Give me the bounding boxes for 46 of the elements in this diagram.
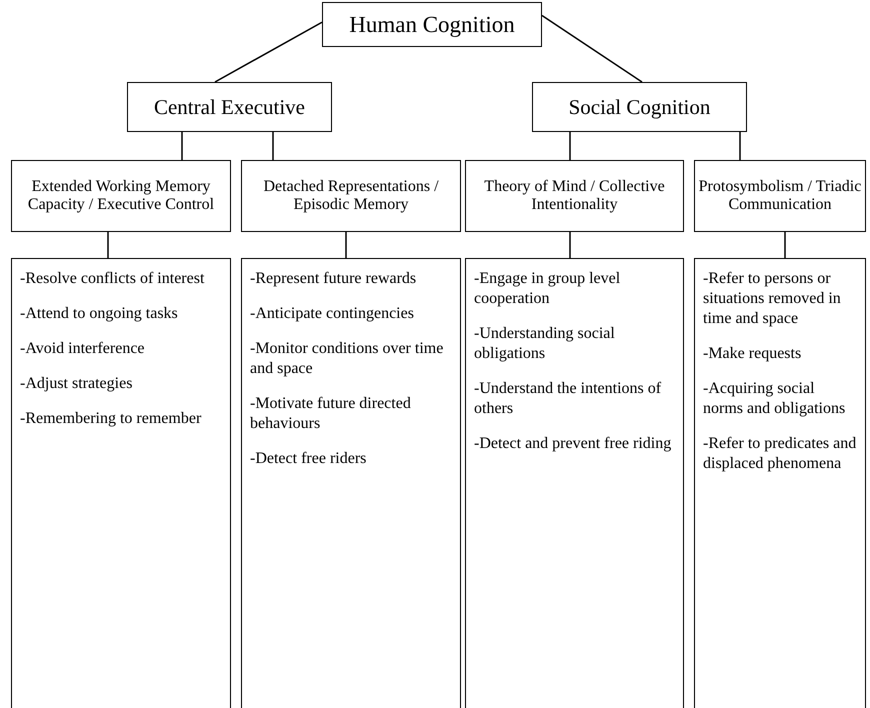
connector-line — [214, 22, 322, 83]
list-item: -Represent future rewards — [250, 269, 418, 289]
list-item: -Understand the intentions of others — [474, 379, 662, 419]
box-label: Detached Representations / Episodic Memory — [262, 178, 440, 214]
list-item: -Detect free riders — [250, 449, 368, 469]
list-item: -Understanding social obligations — [474, 324, 616, 364]
list-box — [11, 258, 231, 708]
list-item: -Anticipate contingencies — [250, 304, 415, 324]
concept-box — [465, 160, 684, 232]
list-item: -Refer to persons or situations removed in time and space — [703, 269, 842, 329]
box-label: Protosymbolism / Triadic Communication — [698, 178, 862, 214]
list-item: -Refer to predicates and displaced phenomena — [703, 434, 857, 474]
box-label: Human Cognition — [349, 12, 515, 38]
list-item: -Adjust strategies — [20, 374, 134, 394]
list-item: -Detect and prevent free riding — [474, 434, 672, 454]
connector-line — [345, 232, 347, 258]
list-item: -Motivate future directed behaviours — [250, 394, 412, 434]
list-item: -Monitor conditions over time and space — [250, 339, 444, 379]
box-label: Extended Working Memory Capacity / Executive Control — [26, 178, 216, 214]
concept-box — [241, 160, 461, 232]
connector-line — [272, 132, 274, 160]
concept-box — [127, 82, 332, 132]
connector-line — [569, 232, 571, 258]
connector-line — [542, 14, 642, 83]
list-item: -Make requests — [703, 344, 802, 364]
list-box — [241, 258, 461, 708]
connector-line — [784, 232, 786, 258]
box-label: Social Cognition — [568, 94, 710, 120]
list-box — [465, 258, 684, 708]
list-item: -Engage in group level cooperation — [474, 269, 622, 309]
list-item: -Avoid interference — [20, 339, 146, 359]
concept-box — [532, 82, 747, 132]
list-item: -Acquiring social norms and obligations — [703, 379, 846, 419]
list-item: -Remembering to remember — [20, 409, 202, 429]
box-label: Central Executive — [154, 94, 306, 120]
connector-line — [181, 132, 183, 160]
list-item: -Attend to ongoing tasks — [20, 304, 179, 324]
box-label: Theory of Mind / Collective Intentionality — [483, 178, 666, 214]
concept-box — [11, 160, 231, 232]
concept-box — [322, 2, 542, 47]
list-box — [694, 258, 866, 708]
connector-line — [569, 132, 571, 160]
list-item: -Resolve conflicts of interest — [20, 269, 206, 289]
concept-box — [694, 160, 866, 232]
connector-line — [739, 132, 741, 160]
connector-line — [107, 232, 109, 258]
